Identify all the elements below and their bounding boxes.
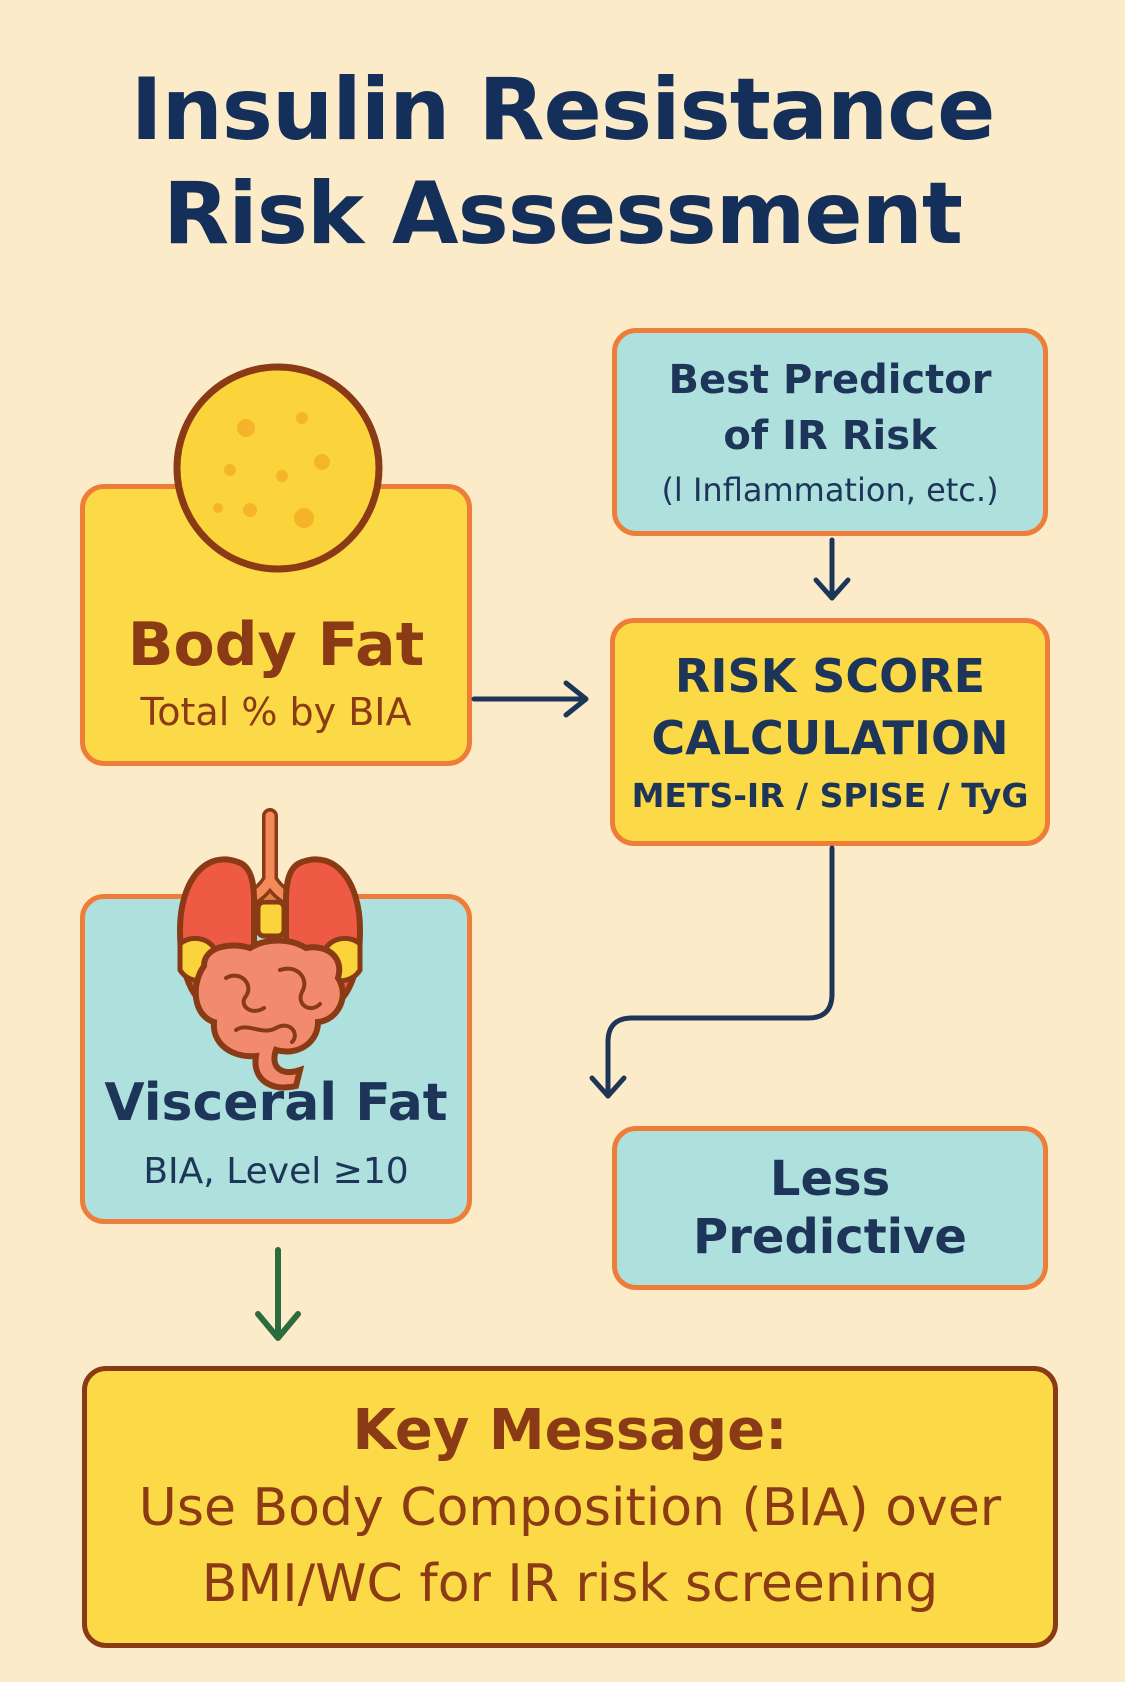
risk-score-subtext: METS-IR / SPISE / TyG [631, 776, 1029, 815]
body-fat-subtext: Total % by BIA [140, 690, 412, 734]
key-message-box: Key Message: Use Body Composition (BIA) … [82, 1366, 1058, 1648]
title-line-2: Risk Assessment [163, 164, 963, 264]
predictor-line-1: Best Predictor [668, 357, 992, 403]
page-title: Insulin Resistance Risk Assessment [0, 58, 1125, 266]
less-predictive-box: Less Predictive [612, 1126, 1048, 1290]
risk-score-box: RISK SCORE CALCULATION METS-IR / SPISE /… [610, 618, 1050, 846]
risk-score-line-2: CALCULATION [651, 711, 1009, 765]
arrow-predictor-to-risk-score [813, 537, 851, 601]
less-predictive-line-2: Predictive [693, 1209, 967, 1265]
key-message-line-1: Use Body Composition (BIA) over [138, 1478, 1002, 1538]
key-message-heading: Key Message: [352, 1398, 788, 1463]
arrow-risk-score-to-less-predictive [589, 845, 835, 1099]
predictor-line-2: of IR Risk [723, 413, 937, 459]
arrow-body-fat-to-risk-score [471, 680, 589, 718]
title-line-1: Insulin Resistance [130, 60, 996, 160]
visceral-fat-heading: Visceral Fat [104, 1073, 448, 1133]
body-fat-heading: Body Fat [127, 610, 425, 680]
key-message-line-2: BMI/WC for IR risk screening [201, 1554, 939, 1614]
visceral-fat-subtext: BIA, Level ≥10 [143, 1151, 409, 1192]
risk-score-line-1: RISK SCORE [674, 649, 986, 703]
less-predictive-line-1: Less [769, 1151, 891, 1207]
predictor-subtext: (l Inflammation, etc.) [661, 471, 999, 509]
arrow-visceral-to-key-message [255, 1247, 301, 1341]
best-predictor-box: Best Predictor of IR Risk (l Inflammatio… [612, 328, 1048, 536]
visceral-fat-box: Visceral Fat BIA, Level ≥10 [80, 894, 472, 1224]
body-fat-box: Body Fat Total % by BIA [80, 484, 472, 766]
